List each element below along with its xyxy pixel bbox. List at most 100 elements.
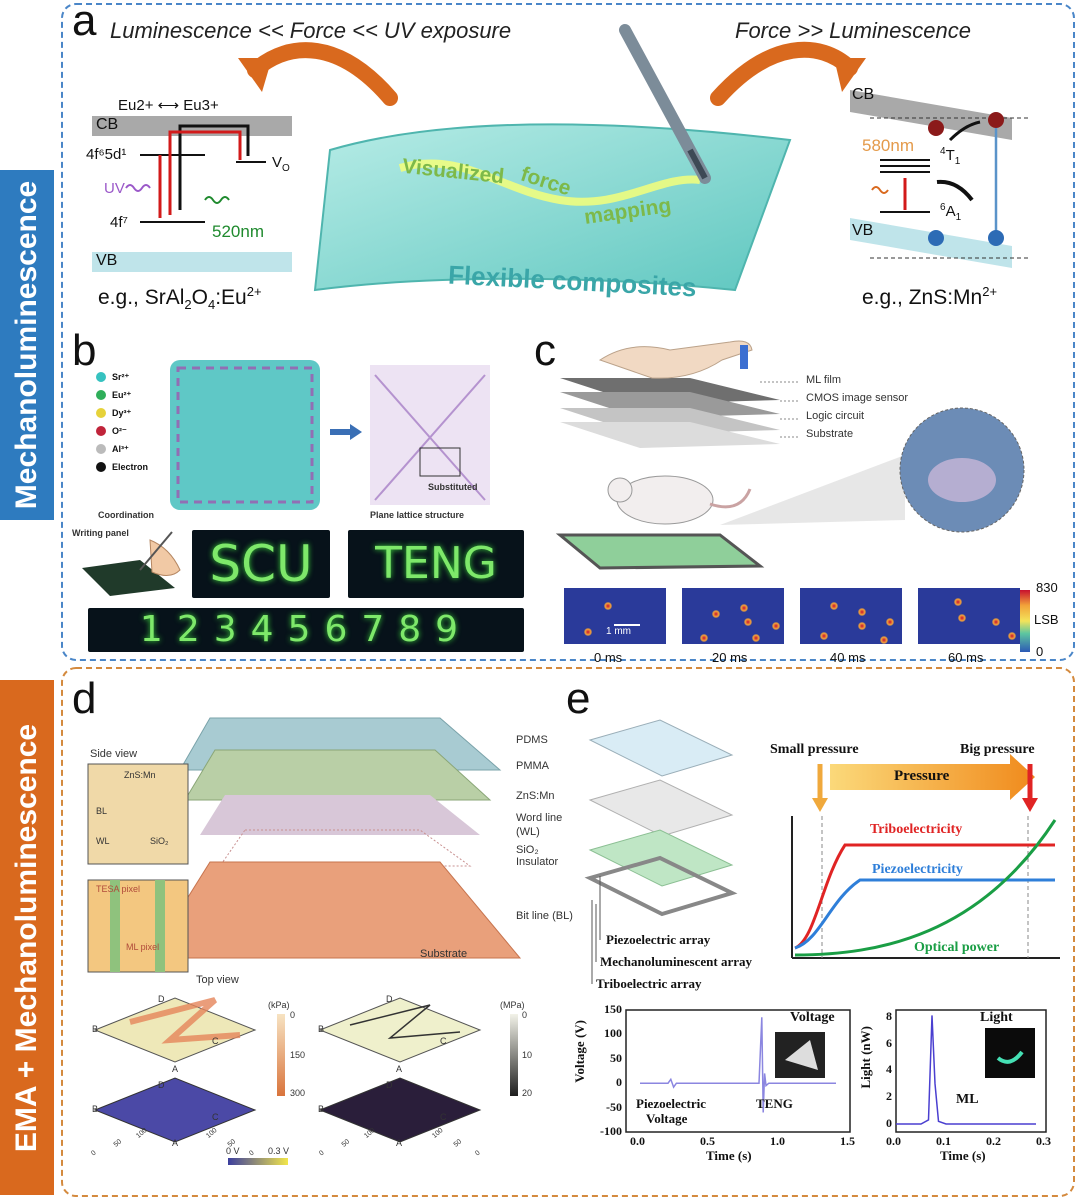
panel-e-letter: e (566, 674, 591, 723)
colorbar-mpa (510, 1014, 518, 1096)
side-view-label: Side view (90, 748, 138, 760)
state-5d-label: 4f⁶5d¹ (86, 146, 127, 163)
vb-band-left (92, 252, 292, 272)
voltage-ytick: 100 (604, 1026, 622, 1041)
vb-label-right: VB (852, 222, 874, 239)
scale-bar-label: 1 mm (606, 626, 631, 637)
kpa-tick-2: 300 (290, 1088, 306, 1098)
wavelength-520: 520nm (212, 222, 264, 241)
light-xtick: 0.3 (1036, 1134, 1051, 1148)
voltage-min-label: 0 V (226, 1146, 240, 1156)
legend-item: O²⁻ (96, 422, 148, 440)
wavelength-580: 580nm (862, 136, 914, 155)
coordination-label: Coordination (98, 510, 154, 520)
voltage-ytick: -100 (600, 1124, 622, 1138)
mpa-tick-0: 0 (522, 1010, 528, 1020)
heatmap-spot (958, 614, 966, 622)
curve-optical (794, 819, 1057, 957)
panel-a-right-title: Force >> Luminescence (735, 18, 972, 43)
heatmap-spot (744, 618, 752, 626)
light-ytick: 0 (886, 1115, 892, 1130)
heatmap-frame (918, 588, 1020, 644)
stack-layer-label: SiO₂ (516, 844, 539, 856)
layer-substrate (149, 861, 522, 959)
scale-bar (614, 624, 640, 626)
colorbar-lsb (1020, 590, 1030, 652)
photo-teng-text: TENG (375, 538, 497, 589)
plane-lattice-label: Plane lattice structure (370, 510, 465, 520)
voltage-xtick: 1.5 (840, 1134, 855, 1148)
legend-item: Al³⁺ (96, 440, 148, 458)
panel-a-left-title: Luminescence << Force << UV exposure (110, 18, 512, 43)
heatmap-spot (858, 608, 866, 616)
frame-label: 20 ms (712, 650, 748, 665)
eu-label: Eu2+ ⟷ Eu3+ (118, 97, 219, 114)
heatmap-frame (800, 588, 902, 644)
curve-piezo (794, 878, 1055, 950)
corner-label: A (396, 1138, 403, 1148)
curve-label-piezo: Piezoelectricity (872, 862, 963, 877)
photo-teng: TENG (348, 530, 524, 598)
ml-pixel-label: ML pixel (126, 942, 160, 952)
mpa-tick-2: 20 (522, 1088, 533, 1098)
corner-label: A (172, 1064, 179, 1074)
top-view-box (87, 879, 189, 973)
lattice-legend: Sr²⁺Eu²⁺Dy³⁺O²⁻Al³⁺Electron (96, 368, 148, 476)
legend-item: Eu²⁺ (96, 386, 148, 404)
heatmap-spot (830, 602, 838, 610)
corner-label: D (386, 994, 393, 1004)
voltage-ytick: 150 (604, 1002, 622, 1016)
heatmap-frame (682, 588, 784, 644)
voltage-ytick: 50 (610, 1050, 622, 1065)
panel-b-letter: b (72, 326, 97, 375)
colorbar-max: 830 (1036, 580, 1058, 595)
mpa-tick-1: 10 (522, 1050, 533, 1060)
photo-scu-text: SCU (209, 535, 313, 593)
light-xtick: 0.2 (986, 1134, 1001, 1148)
stack-layer-label: ZnS:Mn (516, 790, 555, 802)
frame-label: 60 ms (948, 650, 984, 665)
voltage-legend: Voltage (790, 1010, 835, 1025)
legend-dot (96, 426, 106, 436)
substituted-label: Substituted (428, 482, 478, 492)
stack-layer-label: (WL) (516, 826, 540, 838)
side-wl-label: WL (96, 836, 110, 846)
corner-label: B (92, 1024, 99, 1034)
corner-label: B (318, 1024, 325, 1034)
voltage-xtick: 1.0 (770, 1134, 785, 1148)
corner-label: B (92, 1104, 99, 1114)
heatmap-spot (700, 634, 708, 642)
sensor-layer-label: Substrate (806, 428, 854, 440)
legend-label: Electron (112, 462, 149, 472)
colorbar-min: 0 (1036, 644, 1044, 659)
tesa-pixel-label: TESA pixel (96, 884, 141, 894)
voltage-xlabel: Time (s) (706, 1148, 752, 1163)
light-legend: Light (980, 1010, 1013, 1025)
heatmap-spot (712, 610, 720, 618)
panel-a-letter: a (72, 0, 97, 45)
sidebar-bottom: EMA + Mechanoluminescence (0, 680, 54, 1195)
small-pressure-label: Small pressure (770, 742, 859, 757)
colorbar-voltage (228, 1158, 288, 1165)
legend-label: Sr²⁺ (112, 371, 130, 382)
heatmap-frame: 1 mm (564, 588, 666, 644)
light-ytick: 4 (886, 1062, 892, 1077)
cb-label-right: CB (852, 86, 875, 103)
voltage-xtick: 0.0 (630, 1134, 645, 1148)
voltage-annot-piezo: Piezoelectric (636, 1096, 706, 1111)
side-bl-label: BL (96, 806, 108, 816)
stack-layer-label: Bit line (BL) (516, 910, 573, 922)
example-left: e.g., SrAl2O4:Eu2+ (98, 284, 262, 313)
legend-label: O²⁻ (112, 425, 127, 436)
sidebar-top: Mechanoluminescence (0, 170, 54, 520)
voltage-xtick: 0.5 (700, 1134, 715, 1148)
panel-c-letter: c (534, 326, 556, 375)
array-label-piezo: Piezoelectric array (606, 932, 711, 947)
example-right: e.g., ZnS:Mn2+ (862, 284, 998, 309)
heatmap-spot (880, 636, 888, 644)
array-label-tribo: Triboelectric array (596, 976, 702, 991)
sensor-layer-label: Logic circuit (806, 410, 865, 422)
curve-label-optical: Optical power (914, 940, 1000, 955)
